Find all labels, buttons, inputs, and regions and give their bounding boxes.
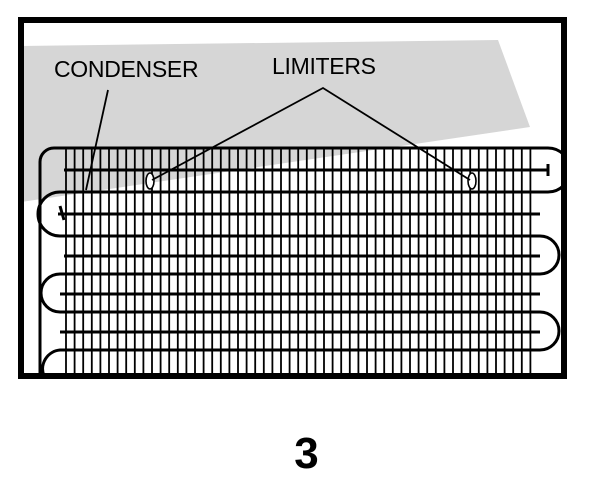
- diagram-frame: [18, 17, 567, 379]
- limiter-left: [145, 172, 155, 190]
- leader-line-condenser: [85, 89, 109, 191]
- condenser-fins: [65, 148, 532, 376]
- wall-shading: [21, 40, 530, 202]
- leader-lines-limiters: [151, 86, 471, 181]
- label-condenser: CONDENSER: [54, 56, 198, 82]
- figure-number: 3: [294, 429, 319, 478]
- limiter-right: [467, 172, 477, 190]
- label-limiters: LIMITERS: [272, 53, 376, 79]
